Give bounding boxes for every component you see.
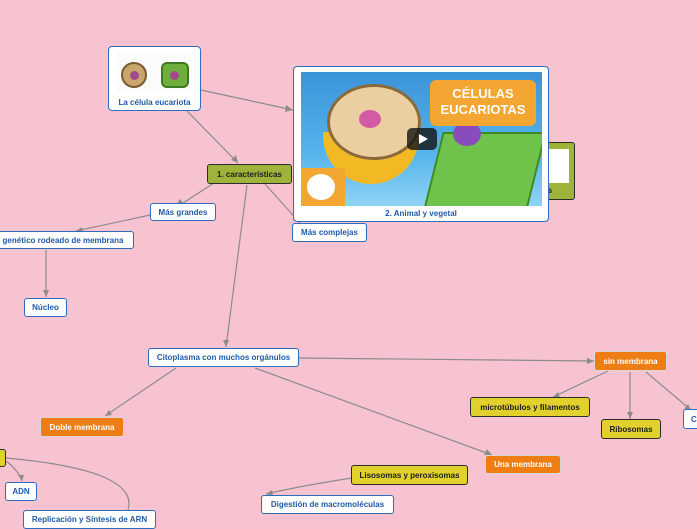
node-nucleus[interactable]: Núcleo (24, 298, 67, 317)
link-main-to-video (200, 89, 294, 111)
video-caption: 2. Animal y vegetal (385, 209, 457, 218)
node-genetic-material[interactable]: genético rodeado de membrana (0, 231, 134, 249)
link-cytoplasm-to-one (254, 367, 493, 456)
video-banner: CÉLULAS EUCARIOTAS (430, 80, 536, 126)
main-topic-image-card[interactable]: La célula eucariota (108, 46, 201, 111)
cell-illustration (117, 52, 193, 92)
node-bigger[interactable]: Más grandes (150, 203, 216, 221)
link-left-to-dna (5, 460, 23, 482)
arrow-micro (553, 392, 560, 398)
link-bigger-to-genetic (75, 213, 156, 232)
arrow-digestion (266, 490, 273, 496)
node-no-membrane[interactable]: sin membrana (594, 351, 667, 371)
arrow-video (285, 105, 293, 112)
arrow-nomembrane (587, 358, 594, 364)
video-card[interactable]: CÉLULAS EUCARIOTAS 2. Animal y vegetal (293, 66, 549, 222)
link-cytoplasm-to-nomembrane (298, 357, 595, 362)
node-ribosomes[interactable]: Ribosomas (601, 419, 661, 439)
arrow-ribosomes (627, 412, 633, 419)
node-partial-right[interactable]: Ce (683, 409, 697, 429)
video-thumbnail[interactable]: CÉLULAS EUCARIOTAS (301, 72, 542, 206)
plant-cell-drawing (423, 132, 542, 206)
document-thumbnail (545, 149, 569, 183)
node-left-partial[interactable] (0, 449, 6, 467)
link-lysosomes-to-digestion (265, 477, 353, 495)
arrow-cytoplasm (223, 340, 229, 347)
arrow-dna (18, 475, 24, 481)
link-nomembrane-to-right (645, 371, 692, 411)
link-char-to-bigger (182, 182, 215, 204)
node-dna[interactable]: ADN (5, 482, 37, 501)
node-characteristics[interactable]: 1. características (207, 164, 292, 184)
play-icon[interactable] (407, 128, 437, 150)
arrow-right (684, 404, 691, 410)
link-left-to-replication (5, 457, 130, 511)
mascot-face (307, 174, 335, 200)
link-char-to-cytoplasm (225, 184, 248, 348)
node-double-membrane[interactable]: Doble membrana (40, 417, 124, 437)
arrow-characteristics (231, 155, 238, 163)
node-microtubules[interactable]: microtúbulos y filamentos (470, 397, 590, 417)
animal-nucleus-drawing (359, 110, 381, 128)
node-cytoplasm[interactable]: Citoplasma con muchos orgánulos (148, 348, 299, 367)
link-main-to-characteristics (186, 110, 239, 164)
plant-cell-image (161, 62, 189, 88)
node-more-complex[interactable]: Más complejas (292, 223, 367, 242)
node-lysosomes[interactable]: Lisosomas y peroxisomas (351, 465, 468, 485)
animal-cell-image (121, 62, 147, 88)
node-one-membrane[interactable]: Una membrana (485, 455, 561, 474)
node-digestion[interactable]: Digestión de macromoléculas (261, 495, 394, 514)
plant-nucleus-drawing (453, 122, 481, 146)
arrow-one (484, 449, 492, 455)
link-nomembrane-to-micro (552, 370, 609, 398)
mascot-logo (301, 168, 345, 206)
link-cytoplasm-to-double (104, 367, 177, 417)
main-topic-caption: La célula eucariota (118, 98, 191, 107)
arrow-double (105, 410, 112, 416)
arrow-nucleus (43, 290, 49, 297)
